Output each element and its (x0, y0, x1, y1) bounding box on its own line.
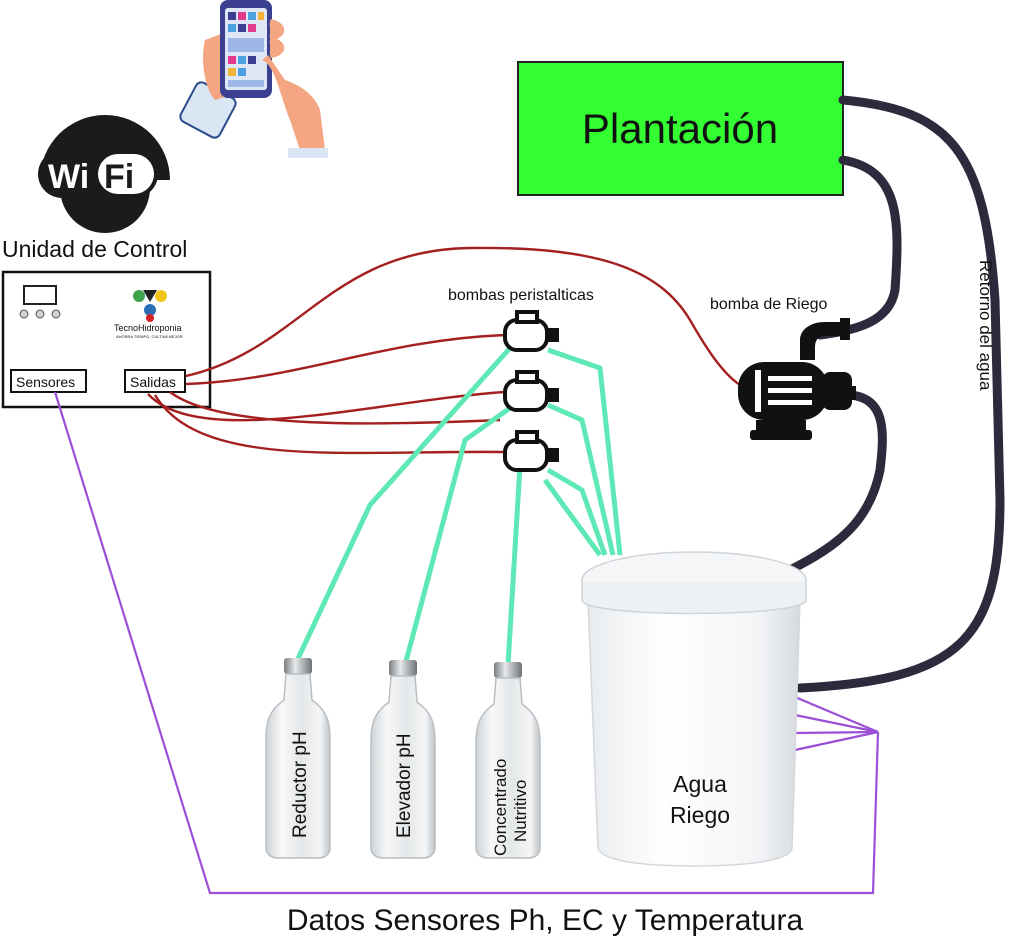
bottle-concentrado-nutritivo: Concentrado Nutritivo (475, 662, 541, 859)
bottle-label: Reductor pH (290, 731, 311, 838)
sensors-port-label: Sensores (16, 374, 75, 390)
bottle-reductor-ph: Reductor pH (265, 658, 331, 859)
water-tubing (785, 95, 1005, 693)
display-screen (23, 285, 57, 305)
bucket-label-line1: Agua (673, 771, 727, 797)
bottle-label-line2: Nutritivo (511, 780, 530, 842)
nutrient-tubing (292, 346, 623, 667)
peristaltic-pump-icon (503, 370, 559, 412)
control-signal-wires (147, 246, 741, 455)
logo-subtext: AHORRA TIEMPO, CULTIVA MEJOR (116, 334, 183, 339)
tecnohidroponia-logo-icon (133, 290, 167, 322)
bottle-elevador-ph: Elevador pH (370, 660, 436, 859)
wifi-label-wi: Wi (48, 158, 89, 196)
wifi-label-fi: Fi (104, 158, 134, 196)
logo-text: TecnoHidroponia (114, 323, 182, 333)
control-button (51, 309, 61, 319)
peristaltic-pumps-label: bombas peristalticas (448, 287, 594, 304)
sensor-data-title: Datos Sensores Ph, EC y Temperatura (287, 904, 804, 937)
water-return-label: Retorno del agua (976, 260, 995, 391)
bottle-label-line1: Concentrado (491, 759, 510, 856)
bottle-label: Elevador pH (394, 733, 415, 838)
control-button (35, 309, 45, 319)
plantation-box: Plantación (517, 61, 844, 196)
peristaltic-pump-icon (503, 430, 559, 472)
control-button (19, 309, 29, 319)
irrigation-pump-label: bomba de Riego (710, 296, 828, 313)
smartphone-hand-icon (179, 0, 328, 158)
sensor-data-wires (53, 391, 880, 895)
irrigation-water-bucket: Agua Riego (581, 551, 807, 867)
plantation-label: Plantación (582, 105, 778, 152)
wifi-logo: Wi Fi (38, 115, 170, 233)
outputs-port-label: Salidas (130, 374, 176, 390)
control-unit-box: TecnoHidroponia AHORRA TIEMPO, CULTIVA M… (1, 270, 212, 409)
peristaltic-pump-icon (503, 310, 559, 352)
irrigation-pump-icon (738, 318, 856, 440)
control-unit-heading: Unidad de Control (2, 236, 187, 262)
bucket-label-line2: Riego (670, 802, 730, 828)
